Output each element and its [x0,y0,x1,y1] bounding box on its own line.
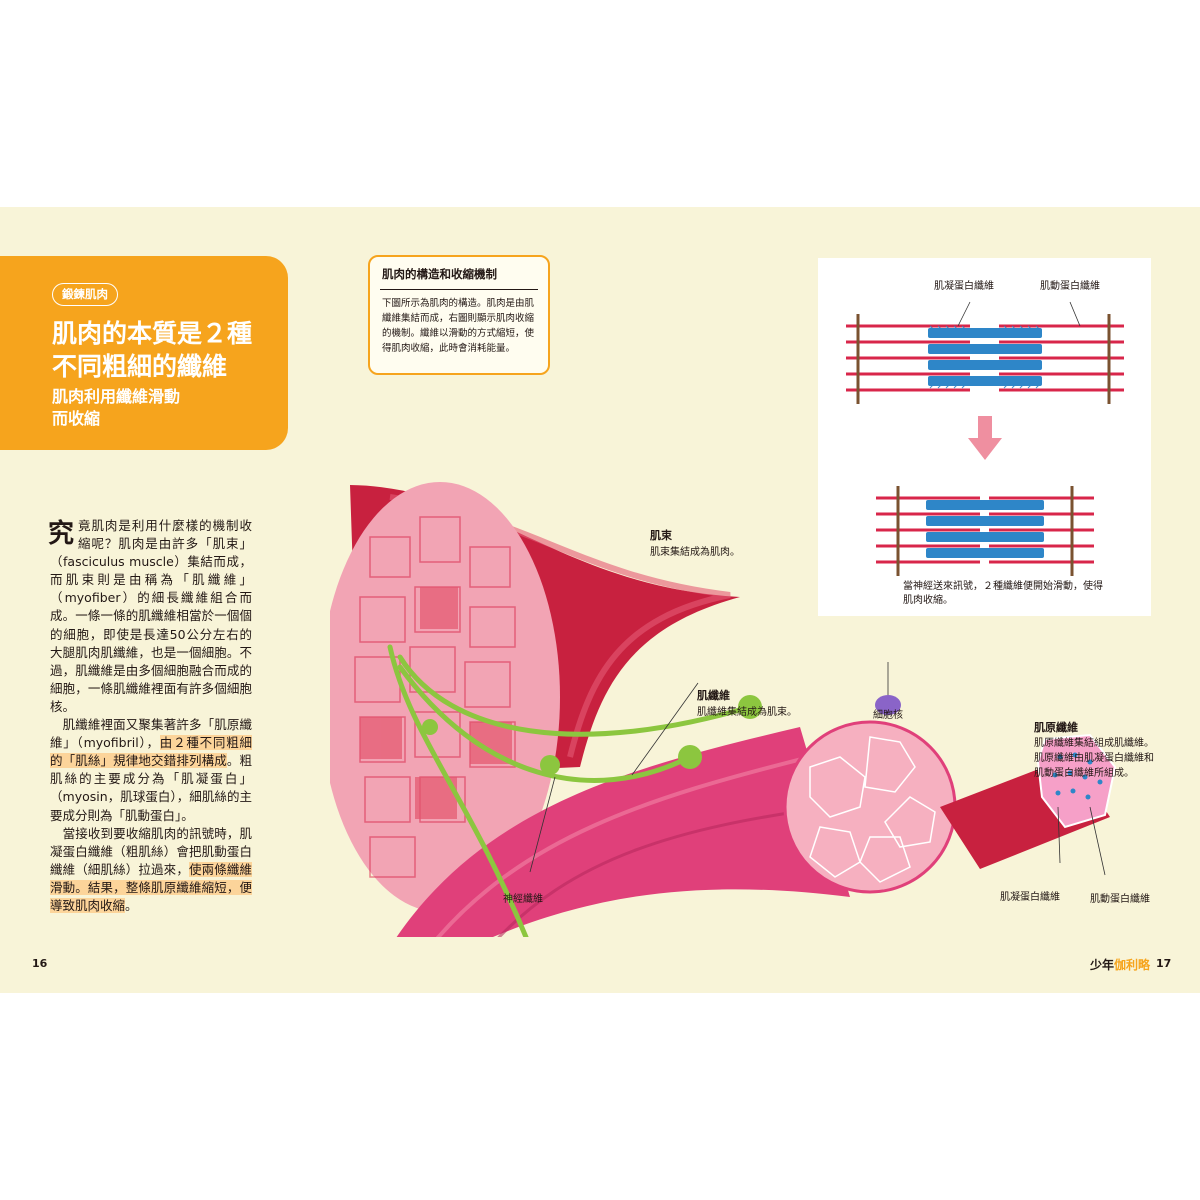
fiber-cross-section [783,720,957,894]
info-box-title: 肌肉的構造和收縮機制 [382,267,497,281]
relaxed-sarcomere [846,301,1124,404]
page-subtitle-line1: 肌肉利用纖維滑動 [52,387,181,406]
label-myofibril-desc-1: 肌原纖維集結組成肌纖維。 [1034,738,1154,749]
dropcap: 究 [48,519,75,549]
nerve-fibers [387,644,753,937]
brand-name-a: 少年 [1090,958,1115,972]
page-title-line1: 肌肉的本質是２種 [52,319,253,348]
info-box-text: 下圖所示為肌肉的構造。肌肉是由肌纖維集結而成，右圖則顯示肌肉收縮的機制。纖維以滑… [382,298,535,354]
label-myosin-bottom: 肌凝蛋白纖維 [1000,892,1060,903]
body-paragraph-2-text-b: 。粗肌絲的主要成分為「肌凝蛋白」（myosin，肌球蛋白），細肌絲的主要成分則為… [50,753,252,823]
body-paragraph-2: 肌纖維裡面又聚集著許多「肌原纖維」（myofibril），由２種不同粗細的「肌絲… [50,716,252,825]
page-subtitle-line2: 而收縮 [52,409,101,428]
label-myofibril-desc-2: 肌原纖維由肌凝蛋白纖維和 [1034,753,1154,764]
myofibril-end [1036,733,1117,829]
body-text: 究竟肌肉是利用什麼樣的機制收縮呢？肌肉是由許多「肌束」（fasciculus m… [48,517,252,915]
sliding-filament-diagram: 肌凝蛋白纖維 肌動蛋白纖維 當神經送來訊號，２種纖維便開始滑動，使得肌肉收縮。 [818,258,1151,616]
label-fascicle-desc: 肌束集結成為肌肉。 [650,547,740,558]
page-title-line2: 不同粗細的纖維 [52,352,228,381]
label-fascicle-title: 肌束 [650,529,672,542]
section-tag: 鍛鍊肌肉 [52,283,118,306]
brand-name-b: 伽利略 [1114,958,1151,972]
muscle-fiber [396,727,850,937]
diagram-caption: 當神經送來訊號，２種纖維便開始滑動，使得肌肉收縮。 [903,581,1103,606]
contraction-arrow [968,416,1002,460]
page-number-right: 17 [1156,957,1172,970]
contracted-sarcomere [876,486,1094,576]
body-paragraph-1: 究竟肌肉是利用什麼樣的機制收縮呢？肌肉是由許多「肌束」（fasciculus m… [48,517,252,716]
fascicle-cross-section [330,482,560,912]
info-box-divider [380,289,538,290]
sliding-filament-svg [846,301,1124,576]
label-fiber-desc: 肌纖維集結成為肌束。 [697,707,797,718]
page-spread: 鍛鍊肌肉 肌肉的本質是２種 不同粗細的纖維 肌肉利用纖維滑動 而收縮 肌肉的構造… [0,207,1200,993]
body-paragraph-2-text-a: 肌纖維裡面又聚集著許多「肌原纖維」（myofibril）， [50,717,252,751]
page-title: 肌肉的本質是２種 不同粗細的纖維 [52,317,282,383]
brand-name: 少年伽利略 [1090,956,1150,973]
label-myofibril-desc-3: 肌動蛋白纖維所組成。 [1034,768,1134,779]
body-paragraph-3-text-b: 。 [125,897,138,913]
label-fiber-title: 肌纖維 [697,689,730,702]
body-paragraph-1-text: 竟肌肉是利用什麼樣的機制收縮呢？肌肉是由許多「肌束」（fasciculus mu… [50,518,252,714]
muscle-illustration [330,482,1117,937]
page-number-left: 16 [32,957,48,970]
title-panel: 鍛鍊肌肉 肌肉的本質是２種 不同粗細的纖維 肌肉利用纖維滑動 而收縮 [0,256,288,450]
label-actin-bottom: 肌動蛋白纖維 [1090,894,1150,905]
body-paragraph-3: 當接收到要收縮肌肉的訊號時，肌凝蛋白纖維（粗肌絲）會把肌動蛋白纖維（細肌絲）拉過… [50,825,252,915]
label-myosin-top: 肌凝蛋白纖維 [934,281,994,292]
label-myofibril-title: 肌原纖維 [1034,721,1078,734]
body-paragraph-3-text-a: 當接收到要收縮肌肉的訊號時，肌凝蛋白纖維（粗肌絲）會把肌動蛋白纖維（細肌絲）拉過… [50,825,252,877]
label-actin-top: 肌動蛋白纖維 [1040,281,1100,292]
label-nucleus: 細胞核 [873,710,903,721]
info-box: 肌肉的構造和收縮機制 下圖所示為肌肉的構造。肌肉是由肌纖維集結而成，右圖則顯示肌… [368,255,550,375]
label-nerve: 神經纖維 [503,894,543,905]
page-subtitle: 肌肉利用纖維滑動 而收縮 [52,386,252,430]
nucleus-shape [875,695,901,715]
